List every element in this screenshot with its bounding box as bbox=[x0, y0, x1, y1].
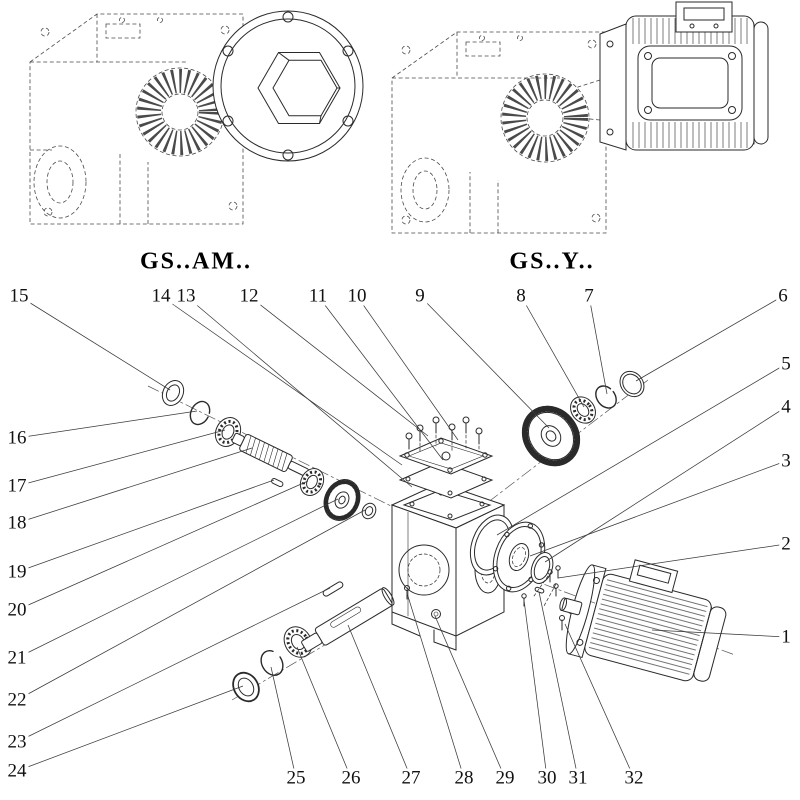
helical-gear-parts bbox=[521, 370, 645, 467]
part-number-8: 8 bbox=[514, 285, 528, 307]
leader-line-part-20 bbox=[16, 480, 309, 611]
leader-line-part-23 bbox=[16, 587, 331, 743]
part-number-25: 25 bbox=[284, 767, 308, 789]
output-shaft-27 bbox=[301, 587, 395, 652]
output-flange-drawing bbox=[212, 10, 364, 162]
variant-label-gsam: GS..AM.. bbox=[140, 248, 252, 275]
part-number-19: 19 bbox=[5, 561, 29, 583]
part-number-24: 24 bbox=[5, 760, 29, 782]
leader-line-part-25 bbox=[270, 666, 297, 779]
leader-line-part-11 bbox=[317, 295, 444, 461]
leader-line-part-15 bbox=[18, 295, 171, 391]
part-number-15: 15 bbox=[7, 285, 31, 307]
part-number-21: 21 bbox=[5, 647, 29, 669]
bearing-8 bbox=[570, 396, 596, 424]
leader-line-part-1 bbox=[651, 629, 787, 638]
part-number-6: 6 bbox=[776, 285, 790, 307]
part-number-17: 17 bbox=[5, 475, 29, 497]
leader-line-part-27 bbox=[347, 624, 412, 779]
leader-line-part-19 bbox=[16, 479, 275, 573]
variant-label-gsy: GS..Y.. bbox=[509, 248, 595, 275]
leader-line-part-24 bbox=[16, 685, 244, 772]
worm-gear-21 bbox=[323, 479, 361, 521]
circlip-25 bbox=[260, 650, 284, 676]
cover-gasket-bolts bbox=[398, 416, 494, 499]
leader-line-part-28 bbox=[406, 592, 465, 779]
part-number-4: 4 bbox=[779, 396, 793, 418]
part-number-13: 13 bbox=[174, 285, 198, 307]
leader-line-part-14 bbox=[160, 295, 403, 466]
leader-line-part-16 bbox=[16, 410, 198, 439]
leader-line-part-30 bbox=[523, 599, 548, 779]
motor-drawing bbox=[599, 1, 769, 151]
part-number-26: 26 bbox=[339, 767, 363, 789]
leader-line-part-8 bbox=[520, 295, 585, 408]
output-flange-parts bbox=[469, 514, 574, 631]
seal-ring-6 bbox=[619, 370, 645, 398]
part-number-7: 7 bbox=[582, 285, 596, 307]
part-number-22: 22 bbox=[5, 689, 29, 711]
part-number-29: 29 bbox=[493, 767, 517, 789]
screw-28 bbox=[404, 585, 410, 600]
leader-line-part-17 bbox=[16, 429, 226, 487]
part-number-12: 12 bbox=[237, 285, 261, 307]
bearing-26 bbox=[283, 626, 313, 658]
leader-line-part-2 bbox=[557, 543, 787, 579]
output-shaft-parts bbox=[232, 581, 441, 703]
leader-line-part-13 bbox=[185, 295, 413, 488]
leader-line-part-18 bbox=[16, 447, 253, 524]
part-number-1: 1 bbox=[779, 626, 793, 648]
oil-seal-15 bbox=[161, 380, 185, 406]
leader-line-part-9 bbox=[419, 295, 550, 429]
gearbox-am-phantom-drawing bbox=[29, 13, 244, 225]
leader-line-part-21 bbox=[16, 498, 339, 659]
part-number-23: 23 bbox=[5, 731, 29, 753]
leader-line-part-31 bbox=[538, 591, 579, 779]
leader-line-part-5 bbox=[496, 363, 787, 536]
part-number-32: 32 bbox=[622, 767, 646, 789]
part-number-9: 9 bbox=[413, 285, 427, 307]
spacer-ring-22 bbox=[361, 502, 377, 520]
leader-line-part-6 bbox=[635, 295, 784, 382]
leader-line-part-4 bbox=[544, 406, 787, 563]
helical-gear-9 bbox=[521, 405, 581, 467]
part-number-16: 16 bbox=[5, 427, 29, 449]
part-number-18: 18 bbox=[5, 512, 29, 534]
worm-shaft-18 bbox=[231, 432, 319, 481]
part-number-30: 30 bbox=[535, 767, 559, 789]
key-23 bbox=[322, 581, 344, 597]
part-number-27: 27 bbox=[399, 767, 423, 789]
leader-line-part-32 bbox=[564, 623, 635, 779]
gearbox-y-phantom-drawing bbox=[391, 31, 607, 234]
part-number-11: 11 bbox=[306, 285, 330, 307]
part-number-3: 3 bbox=[779, 450, 793, 472]
part-number-20: 20 bbox=[5, 599, 29, 621]
worm-shaft-parts bbox=[161, 380, 377, 521]
leader-line-part-3 bbox=[529, 460, 787, 557]
bearing-20 bbox=[299, 468, 325, 496]
part-number-31: 31 bbox=[566, 767, 590, 789]
part-number-10: 10 bbox=[345, 285, 369, 307]
pin-19 bbox=[271, 478, 284, 488]
retaining-ring-16 bbox=[189, 400, 211, 426]
part-number-28: 28 bbox=[452, 767, 476, 789]
leader-line-part-7 bbox=[588, 295, 608, 395]
exploded-motor bbox=[559, 559, 727, 682]
part-number-5: 5 bbox=[779, 353, 793, 375]
part-number-2: 2 bbox=[779, 533, 793, 555]
leader-line-part-22 bbox=[16, 509, 366, 701]
oil-seal-24 bbox=[232, 671, 260, 703]
circlip-7 bbox=[595, 385, 617, 409]
leader-line-part-10 bbox=[356, 295, 459, 441]
leader-line-part-12 bbox=[248, 295, 429, 437]
leader-line-part-26 bbox=[296, 646, 352, 779]
screw-30 bbox=[521, 593, 527, 607]
leader-line-part-29 bbox=[434, 615, 506, 779]
part-number-14: 14 bbox=[149, 285, 173, 307]
plug-29 bbox=[431, 609, 441, 619]
screws-2 bbox=[547, 565, 561, 597]
